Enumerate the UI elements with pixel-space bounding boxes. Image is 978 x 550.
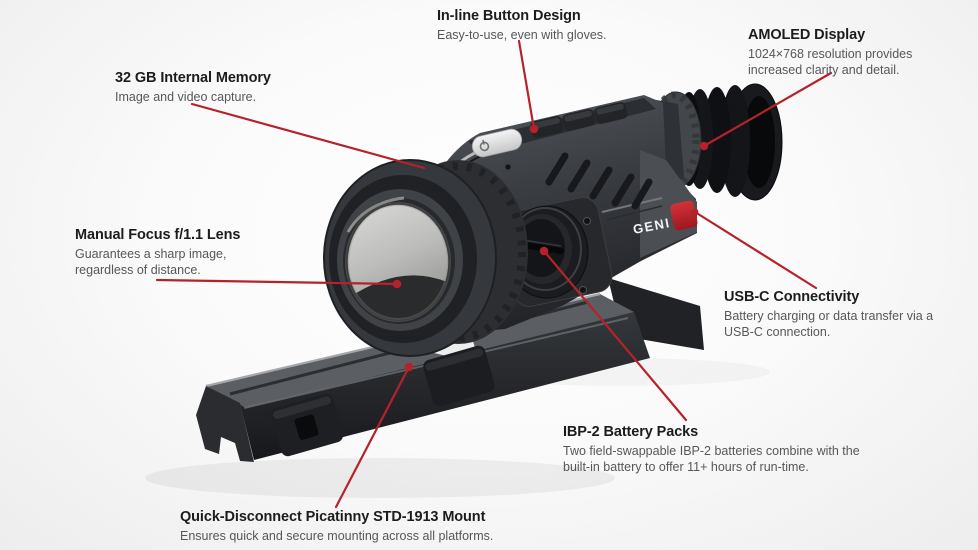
battery-plate-screw-1 [583,217,591,225]
callout-title-battery-packs: IBP-2 Battery Packs [563,424,699,440]
callout-picatinny-mount: Quick-Disconnect Picatinny STD-1913 Moun… [180,509,493,544]
rail-end-face [196,386,254,462]
callout-desc-picatinny-mount: Ensures quick and secure mounting across… [180,529,494,544]
callout-title-amoled-display: AMOLED Display [748,27,866,43]
lens-edge-sheen [345,202,451,322]
qd-lever-front [271,393,343,457]
callout-internal-memory: 32 GB Internal Memory Image and video ca… [115,70,271,105]
lens-top-highlight [346,196,405,233]
callout-inline-button-design: In-line Button Design Easy-to-use, even … [437,8,607,43]
callout-manual-focus-lens: Manual Focus f/1.1 Lens Guarantees a sha… [75,227,260,278]
rear-panel-groove-dark [605,205,663,221]
ground-shadow [145,458,615,498]
callout-title-inline-button-design: In-line Button Design [437,8,581,24]
callout-line-focus [155,278,399,286]
callout-title-internal-memory: 32 GB Internal Memory [115,70,271,86]
callout-dot-amoled [699,141,709,151]
callout-desc-battery-packs: Two field-swappable IBP-2 batteries comb… [563,444,860,475]
qd-lever-rear [423,345,495,407]
callout-line-usbc [693,210,818,290]
callout-desc-amoled-display: 1024×768 resolution provides increased c… [748,47,913,78]
scope-buttons [471,102,628,158]
callout-desc-internal-memory: Image and video capture. [115,90,257,105]
callout-dot-battery [539,246,549,256]
scope-button-3 [594,102,628,124]
scope-objective-assembly [323,159,528,357]
callout-dot-usbc [691,208,699,216]
power-icon [479,139,490,152]
scope-button-1 [530,116,564,138]
scope-rear-panel [640,150,697,258]
callout-lines [155,39,833,509]
battery-cap-slot-edge [522,239,562,247]
callout-title-manual-focus-lens: Manual Focus f/1.1 Lens [75,227,241,243]
callout-dot-mount [404,362,414,372]
callout-dot-inline-buttons [529,124,539,134]
callout-desc-manual-focus-lens: Guarantees a sharp image, regardless of … [75,247,227,278]
scope-button-2 [562,109,596,131]
callout-dot-focus [392,279,402,289]
scope-geni-badge [670,200,698,231]
scope-brand-text: GENI [632,215,672,237]
callout-usb-c-connectivity: USB-C Connectivity Battery charging or d… [724,289,939,340]
callout-line-mount [334,365,411,509]
callout-line-amoled [702,71,833,148]
callout-line-memory [190,102,426,170]
body-screw-1 [504,163,512,171]
callout-battery-packs: IBP-2 Battery Packs Two field-swappable … [563,424,865,475]
callout-line-inline-buttons [517,39,536,131]
callout-dots [392,124,709,372]
lens-reflection-wedge [347,275,449,320]
scope-vents [545,152,653,210]
battery-plate-screw-2 [579,286,587,294]
callout-desc-inline-button-design: Easy-to-use, even with gloves. [437,28,607,43]
scope-power-button [471,128,523,158]
callout-desc-usb-c-connectivity: Battery charging or data transfer via a … [724,309,934,340]
focus-ring-ribs [390,162,526,342]
callout-line-battery [542,249,688,422]
callout-title-usb-c-connectivity: USB-C Connectivity [724,289,860,305]
callout-amoled-display: AMOLED Display 1024×768 resolution provi… [748,27,926,78]
callout-title-picatinny-mount: Quick-Disconnect Picatinny STD-1913 Moun… [180,509,486,525]
